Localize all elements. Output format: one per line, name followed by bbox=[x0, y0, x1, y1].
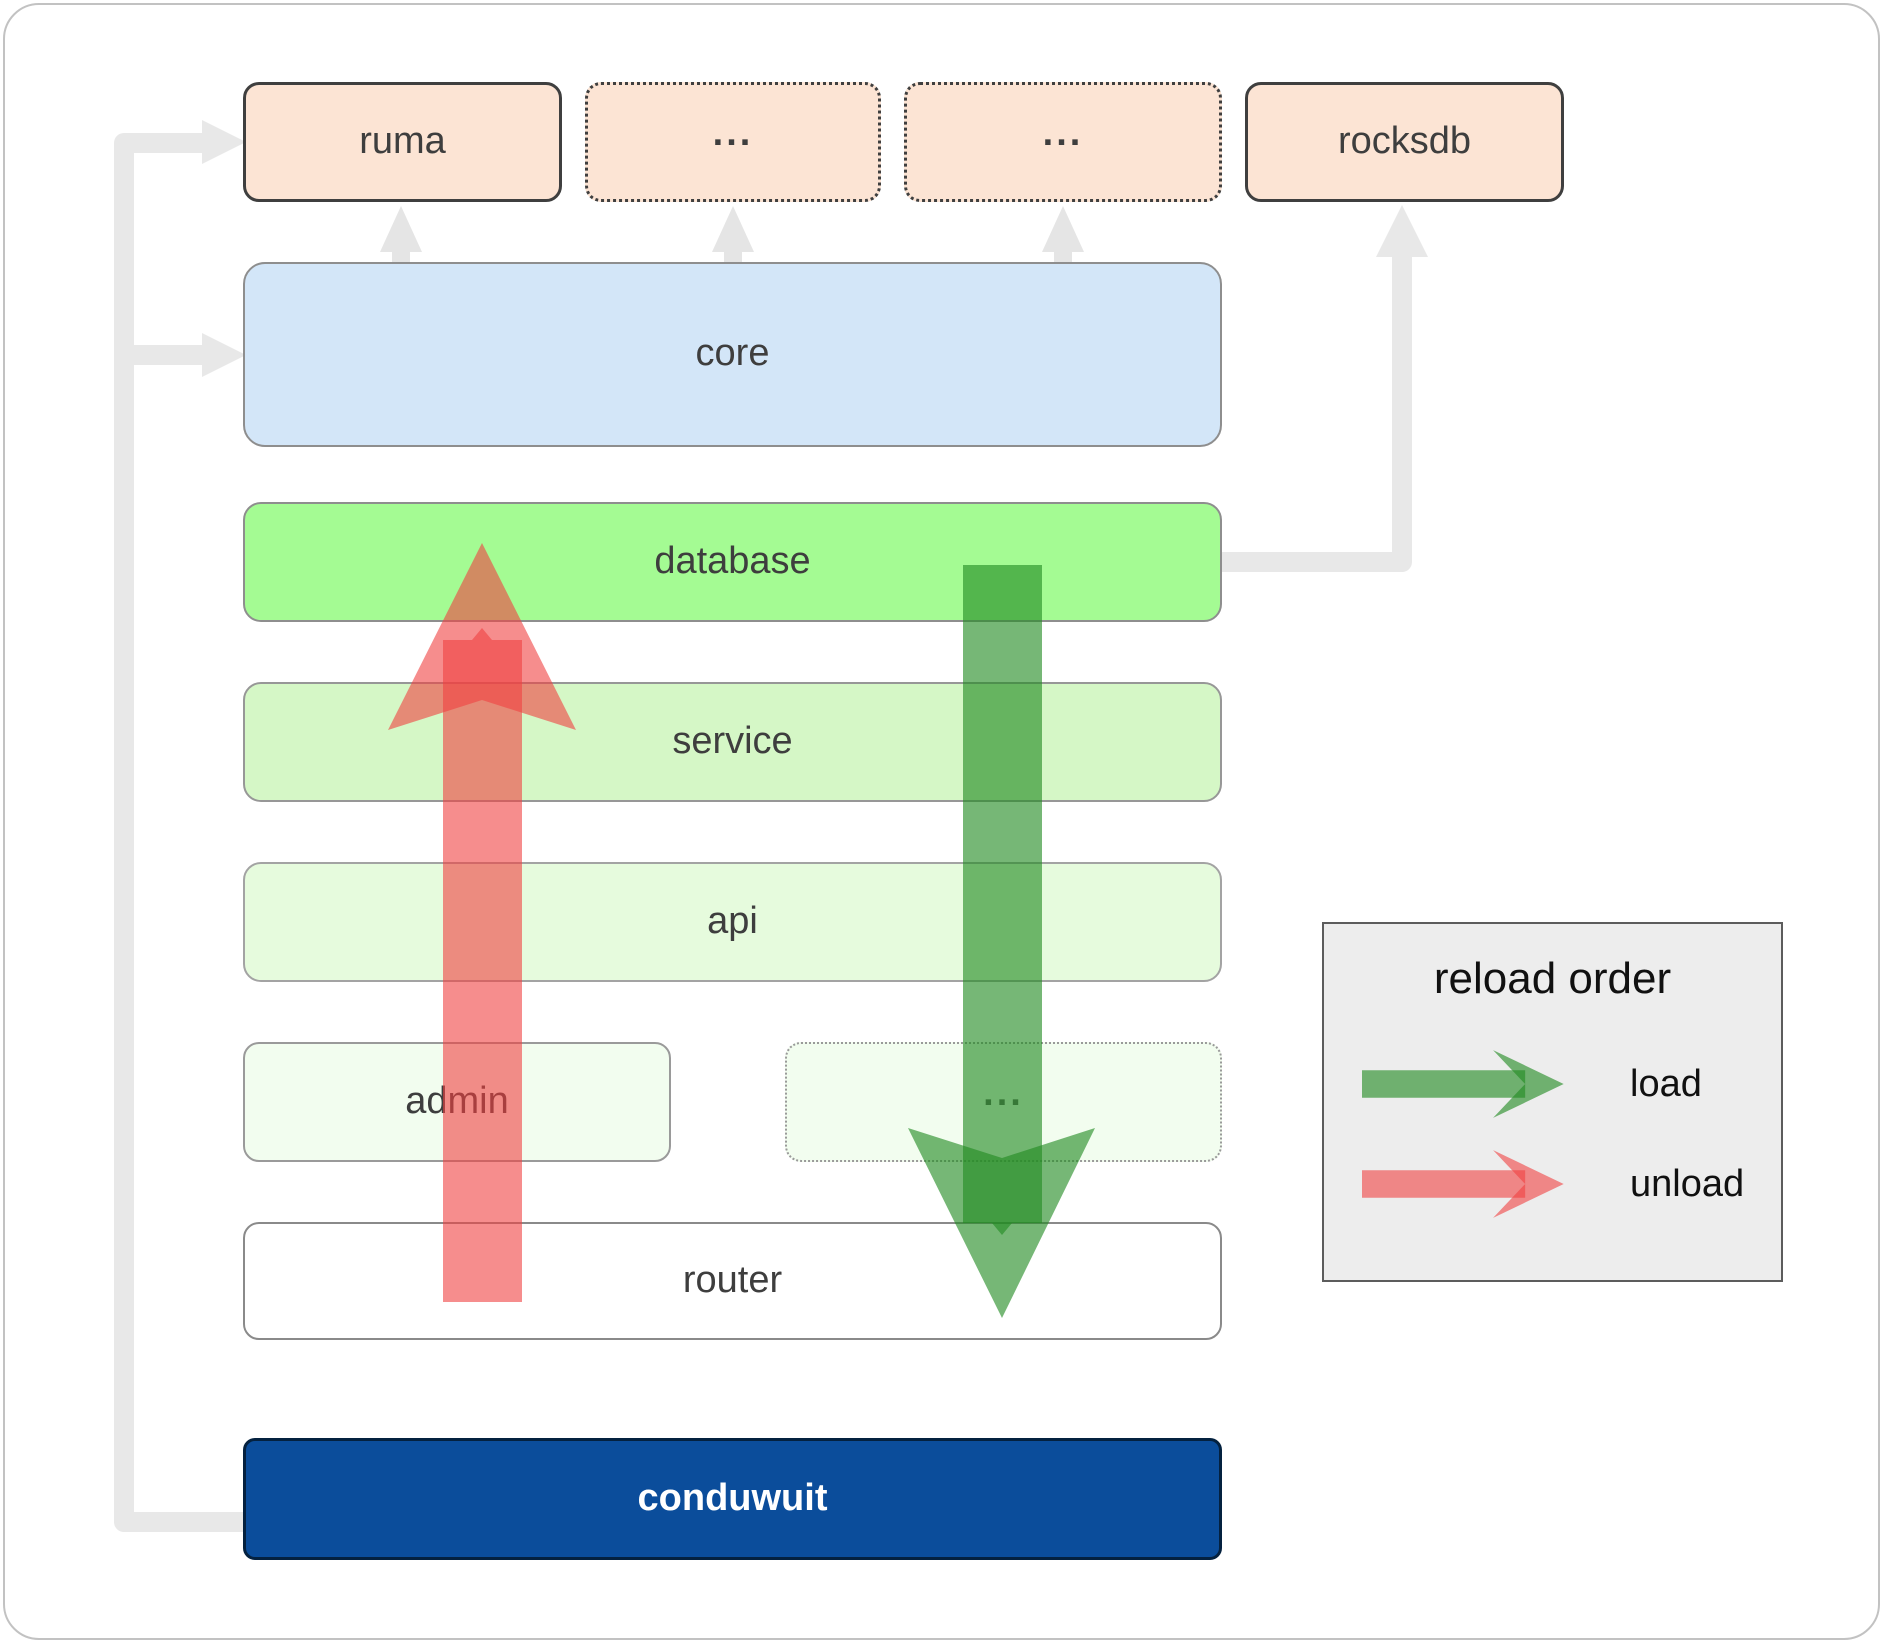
unload-arrow-icon bbox=[1362, 1150, 1564, 1218]
legend-unload-label: unload bbox=[1630, 1162, 1745, 1205]
node-conduwuit: conduwuit bbox=[243, 1438, 1222, 1560]
node-ellipsis-2: ... bbox=[904, 82, 1222, 202]
node-admin: admin bbox=[243, 1042, 671, 1162]
layer-database: database bbox=[243, 502, 1222, 622]
node-admin-ellipsis: ... bbox=[785, 1042, 1222, 1162]
node-rocksdb: rocksdb bbox=[1245, 82, 1564, 202]
legend-load-label: load bbox=[1630, 1062, 1702, 1105]
load-arrow-icon bbox=[1362, 1050, 1564, 1118]
layer-service: service bbox=[243, 682, 1222, 802]
legend-row-unload: unload bbox=[1362, 1144, 1744, 1224]
node-ruma-label: ruma bbox=[359, 119, 446, 162]
node-ellipsis-2-label: ... bbox=[1042, 111, 1084, 154]
node-conduwuit-label: conduwuit bbox=[637, 1476, 828, 1519]
node-admin-ellipsis-label: ... bbox=[983, 1071, 1024, 1114]
legend-panel: reload order load unload bbox=[1322, 922, 1783, 1282]
node-ellipsis-1-label: ... bbox=[712, 111, 754, 154]
layer-router-label: router bbox=[682, 1258, 783, 1301]
outer-frame bbox=[3, 3, 1880, 1640]
layer-core-label: core bbox=[695, 332, 770, 374]
node-ruma: ruma bbox=[243, 82, 562, 202]
layer-database-label: database bbox=[654, 539, 811, 582]
node-ellipsis-1: ... bbox=[585, 82, 881, 202]
layer-service-label: service bbox=[672, 719, 793, 762]
layer-api-label: api bbox=[707, 899, 758, 942]
node-admin-label: admin bbox=[405, 1079, 509, 1122]
layer-router: router bbox=[243, 1222, 1222, 1340]
node-rocksdb-label: rocksdb bbox=[1337, 119, 1472, 162]
legend-row-load: load bbox=[1362, 1044, 1702, 1124]
legend-title: reload order bbox=[1433, 954, 1672, 1003]
layer-api: api bbox=[243, 862, 1222, 982]
layer-core: core bbox=[243, 262, 1222, 447]
